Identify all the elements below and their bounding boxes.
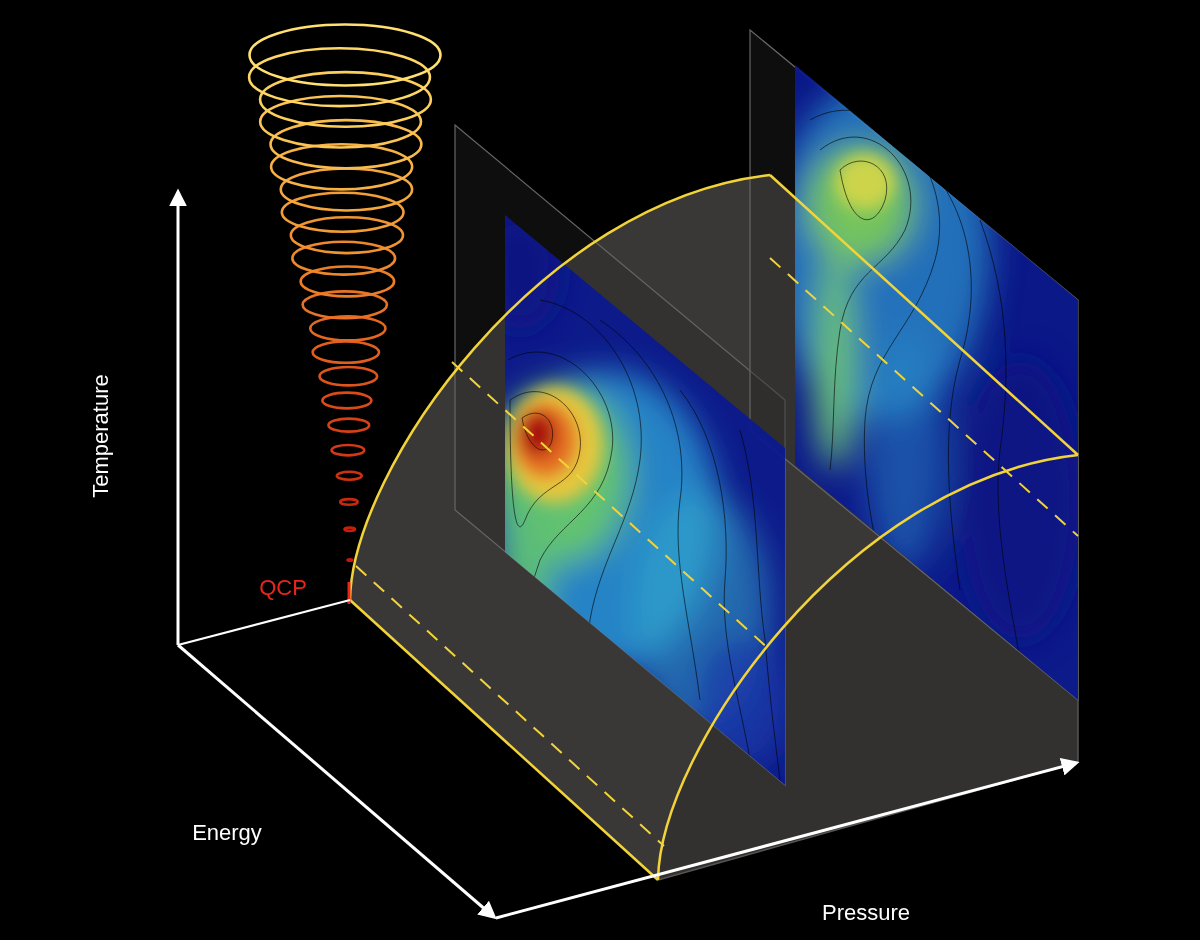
heatmap-panel (480, 200, 800, 800)
spiral-ring (332, 445, 365, 455)
spiral-ring (282, 193, 404, 232)
spiral-ring (320, 367, 378, 385)
spiral-cone (249, 24, 440, 560)
spiral-ring (348, 559, 353, 561)
axes (178, 192, 1076, 918)
dome-front-curve (658, 455, 1078, 880)
pressure-axis (496, 763, 1076, 918)
spiral-ring (250, 24, 441, 85)
axis-label: Energy (192, 821, 262, 845)
contour (680, 390, 750, 760)
spiral-ring (340, 499, 357, 505)
point-label: QCP (259, 576, 307, 600)
contour (980, 220, 1020, 660)
contour (810, 110, 940, 560)
contour-lines (810, 110, 1020, 660)
spiral-ring (291, 217, 403, 253)
contour (540, 300, 641, 720)
dome-dashed-lines (356, 258, 1078, 846)
heat-blob (690, 630, 790, 770)
spiral-ring (310, 316, 385, 340)
heatmap-panel (770, 50, 1090, 710)
heat-blob (805, 145, 915, 265)
dome-top-edge (770, 175, 1078, 455)
spiral-ring (313, 342, 379, 363)
spiral-ring (271, 144, 412, 189)
axis-label: Pressure (822, 901, 910, 925)
axis-label: Temperature (89, 374, 113, 498)
contour (510, 392, 580, 527)
dashed-line (356, 566, 664, 846)
heatmap-blobs (770, 80, 1080, 640)
heat-blob (480, 210, 560, 330)
temperature-axis (177, 192, 180, 645)
contour (508, 352, 613, 650)
heat-blob (500, 495, 550, 645)
contour (740, 430, 780, 780)
energy-axis (178, 645, 494, 917)
heat-blob (520, 412, 556, 456)
dome-back-curve (350, 175, 770, 600)
contour (900, 140, 971, 590)
spiral-ring (344, 528, 355, 531)
dashed-line (770, 258, 1078, 536)
contour (840, 161, 887, 220)
heat-blob (813, 250, 857, 470)
pressure-axis-back (178, 600, 350, 645)
contour (522, 413, 553, 450)
contour-lines (508, 300, 780, 780)
heat-blob (865, 330, 945, 570)
dome-base-edge (350, 600, 658, 880)
dome-outline (350, 175, 1078, 880)
spiral-ring (322, 393, 371, 409)
dashed-line (452, 362, 770, 650)
spiral-ring (328, 419, 369, 432)
spiral-ring (337, 472, 362, 480)
